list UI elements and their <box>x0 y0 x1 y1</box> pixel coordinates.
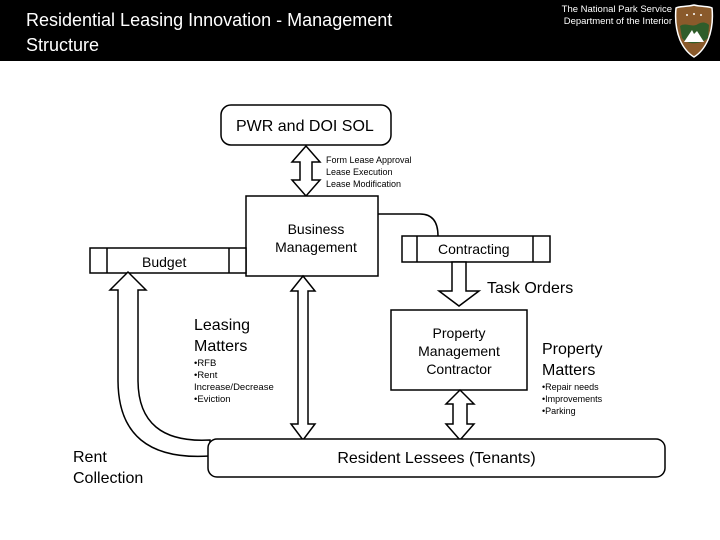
leasing-item: •Rent <box>194 370 218 381</box>
property-matters-list: •Repair needs •Improvements •Parking <box>542 381 602 417</box>
property-matters-title: Property Matters <box>542 339 602 381</box>
leasing-matters-title: Leasing Matters <box>194 315 250 357</box>
budget-label: Budget <box>142 254 187 270</box>
leasing-title-line-2: Matters <box>194 338 248 355</box>
property-item: •Parking <box>542 406 576 416</box>
title-line-1: Residential Leasing Innovation - Managem… <box>26 10 393 30</box>
residents-label: Resident Lessees (Tenants) <box>337 450 536 467</box>
title-line-2: Structure <box>26 35 100 55</box>
business-management-label: Business Management <box>246 220 386 256</box>
rent-line-2: Collection <box>73 470 144 487</box>
leasing-item: Increase/Decrease <box>194 382 274 393</box>
agency-label: The National Park Service Department of … <box>562 4 672 28</box>
leasing-item: •Eviction <box>194 394 231 405</box>
budget-bar <box>89 247 247 274</box>
property-management-box <box>390 309 528 391</box>
pwr-task-item: Lease Execution <box>326 167 393 177</box>
property-title-line-2: Matters <box>542 362 596 379</box>
pwr-task-item: Form Lease Approval <box>326 155 412 165</box>
pwr-task-item: Lease Modification <box>326 179 402 189</box>
pm-line-1: Property <box>432 325 486 341</box>
leasing-matters-list: •RFB •Rent Increase/Decrease •Eviction <box>194 358 274 406</box>
business-line-2: Management <box>275 239 357 255</box>
task-orders-arrow <box>436 261 482 307</box>
leasing-item: •RFB <box>194 358 217 369</box>
agency-line-2: Department of the Interior <box>563 16 672 27</box>
contracting-bar <box>401 235 551 263</box>
pm-residents-arrow <box>444 388 476 442</box>
pm-line-2: Management <box>418 343 500 359</box>
rent-line-1: Rent <box>73 449 107 466</box>
header-bar: Residential Leasing Innovation - Managem… <box>0 0 720 61</box>
pwr-label: PWR and DOI SOL <box>236 118 374 135</box>
rent-collection-arrow <box>108 270 211 458</box>
pwr-business-arrow <box>290 144 322 198</box>
business-management-box <box>245 195 379 277</box>
page-title: Residential Leasing Innovation - Managem… <box>26 8 506 58</box>
contracting-label: Contracting <box>438 241 510 257</box>
property-item: •Improvements <box>542 394 603 404</box>
property-title-line-1: Property <box>542 341 603 358</box>
leasing-title-line-1: Leasing <box>194 317 251 334</box>
pm-line-3: Contractor <box>426 361 492 377</box>
nps-arrowhead-icon <box>674 4 714 58</box>
rent-collection-label: Rent Collection <box>73 447 143 489</box>
residents-box <box>207 438 666 478</box>
task-orders-label: Task Orders <box>487 280 574 297</box>
business-line-1: Business <box>287 221 345 237</box>
pwr-task-list: Form Lease Approval Lease Execution Leas… <box>326 154 412 190</box>
agency-line-1: The National Park Service <box>561 4 672 15</box>
property-item: •Repair needs <box>542 382 599 392</box>
business-contracting-connector <box>378 213 439 237</box>
business-residents-arrow <box>289 274 317 442</box>
property-management-label: Property Management Contractor <box>391 324 527 378</box>
